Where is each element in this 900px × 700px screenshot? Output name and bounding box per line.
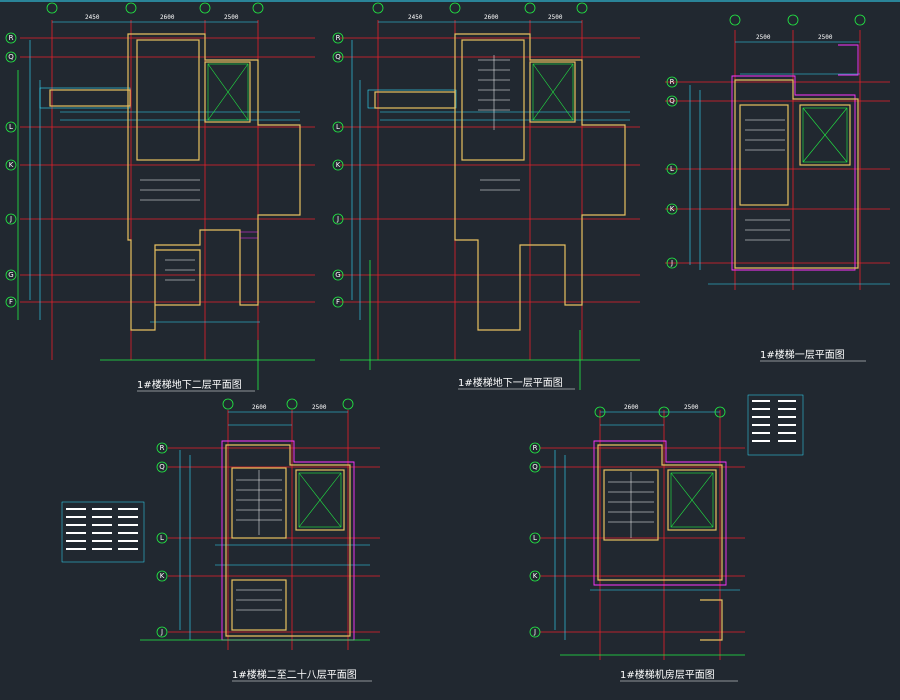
dim-p2-2: 2600 [484,14,499,21]
dim-p4-1: 2600 [252,404,267,411]
plan-machine-room [540,394,804,660]
plan-basement-1 [340,20,640,390]
grid-bubbles-p4 [156,442,168,638]
plan-typical-floor [61,410,380,650]
grid-label-p1-G: G [8,271,13,279]
grid-label-p1-F: F [9,298,13,306]
grid-bubbles-p5 [529,442,541,638]
grid-label-p4-L: L [160,534,164,542]
grid-label-p4-K: K [160,572,165,580]
grid-bubbles-p3 [666,76,678,269]
title-plan-basement-1: 1#楼梯地下一层平面图 [458,376,563,389]
grid-bubbles-p2 [332,32,344,308]
dim-p3-1: 2500 [756,34,771,41]
dim-p2-1: 2450 [408,14,423,21]
plan-basement-2 [17,20,315,390]
title-plan-basement-2: 1#楼梯地下二层平面图 [137,378,242,391]
dim-p4-2: 2500 [312,404,327,411]
grid-label-p3-R: R [670,78,675,86]
grid-label-p3-L: L [670,165,674,173]
grid-label-p2-R: R [336,34,341,42]
grid-bubbles-p1 [5,32,17,308]
title-plan-machine-room: 1#楼梯机房层平面图 [620,668,715,681]
dim-p5-2: 2500 [684,404,699,411]
grid-label-p5-Q: Q [532,463,538,471]
grid-label-p1-J: J [9,215,12,223]
grid-label-p2-K: K [336,161,341,169]
dim-p1-1: 2450 [85,14,100,21]
grid-label-p5-K: K [533,572,538,580]
grid-label-p5-L: L [533,534,537,542]
dim-p3-2: 2500 [818,34,833,41]
grid-label-p2-G: G [335,271,340,279]
grid-label-p4-Q: Q [159,463,165,471]
grid-label-p1-R: R [9,34,14,42]
grid-label-p3-K: K [670,205,675,213]
grid-label-p3-Q: Q [669,97,675,105]
grid-label-p1-L: L [9,123,13,131]
grid-label-p5-J: J [533,628,536,636]
title-plan-ground-floor: 1#楼梯一层平面图 [760,348,845,361]
dim-p5-1: 2600 [624,404,639,411]
grid-label-p4-J: J [160,628,163,636]
grid-label-p1-K: K [9,161,14,169]
grid-label-p1-Q: Q [8,53,14,61]
top-axis-bubbles [46,2,866,418]
grid-label-p3-J: J [670,259,673,267]
grid-label-p4-R: R [160,444,165,452]
grid-label-p2-L: L [336,123,340,131]
plan-ground-floor [665,30,890,290]
grid-label-p2-Q: Q [335,53,341,61]
dim-p1-3: 2500 [224,14,239,21]
grid-label-p2-J: J [336,215,339,223]
title-plan-typical-floor: 1#楼梯二至二十八层平面图 [232,668,357,681]
grid-label-p5-R: R [533,444,538,452]
dim-p2-3: 2500 [548,14,563,21]
grid-label-p2-F: F [336,298,340,306]
dim-p1-2: 2600 [160,14,175,21]
